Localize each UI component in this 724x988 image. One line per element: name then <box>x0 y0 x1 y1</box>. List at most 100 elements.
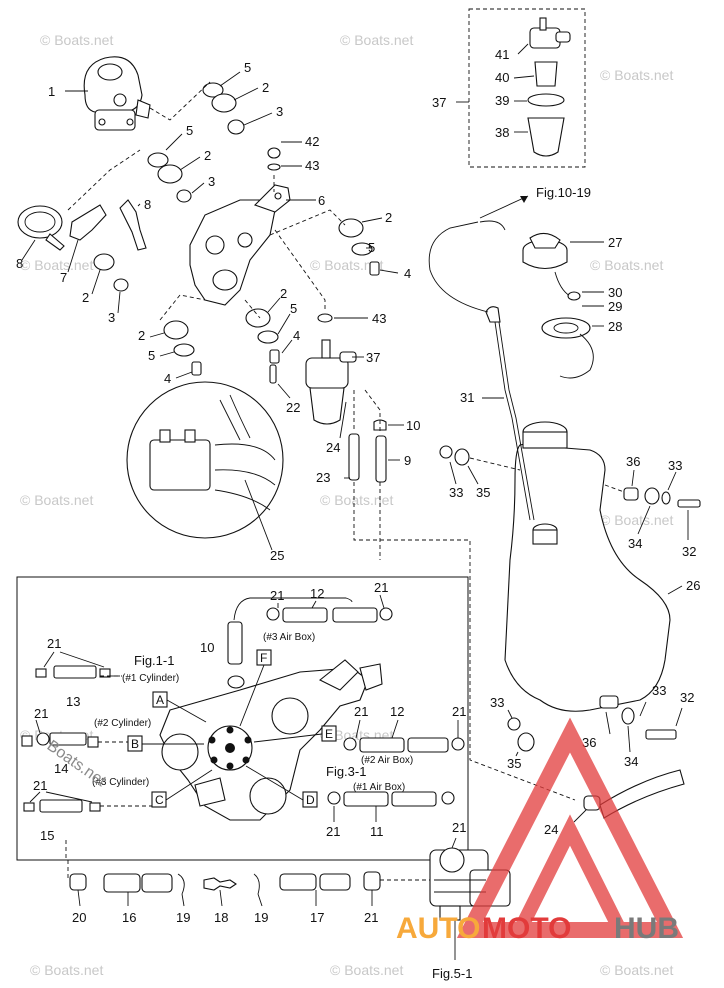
callout-8: 8 <box>16 256 23 271</box>
watermark-text: © Boats.net <box>320 492 393 508</box>
clamp-icon <box>89 802 101 812</box>
clip-part <box>567 291 581 301</box>
dipstick-handle <box>485 306 501 323</box>
clamp-icon <box>35 668 47 678</box>
grommet-part <box>338 218 364 238</box>
washer-part <box>507 717 521 731</box>
inset-box-filter <box>468 8 586 168</box>
callout-39: 39 <box>495 93 509 108</box>
brand-text-auto: AUTO <box>396 912 480 945</box>
grommet-part <box>157 164 183 184</box>
hose-part <box>141 873 173 893</box>
washer-part <box>439 445 453 459</box>
brand-text-moto: MOTO <box>482 912 571 945</box>
callout-2: 2 <box>82 290 89 305</box>
clamp-part <box>17 205 65 251</box>
washer-part <box>202 82 224 98</box>
collar-part <box>623 487 639 501</box>
box-label-A: A <box>156 693 164 707</box>
watermark-text: © Boats.net <box>600 962 673 978</box>
callout-25: 25 <box>270 548 284 563</box>
callout-2: 2 <box>385 210 392 225</box>
note-air2: (#2 Air Box) <box>361 755 413 766</box>
callout-35: 35 <box>476 485 490 500</box>
washer-part <box>317 313 333 323</box>
callout-34: 34 <box>628 536 642 551</box>
callout-21: 21 <box>452 704 466 719</box>
watermark-text: © Boats.net <box>330 962 403 978</box>
callout-9: 9 <box>404 453 411 468</box>
callout-34: 34 <box>624 754 638 769</box>
callout-31: 31 <box>460 390 474 405</box>
fig-ref-1-1: Fig.1-1 <box>134 653 174 668</box>
mounting-bracket <box>189 184 291 306</box>
bolt-part <box>369 261 380 276</box>
callout-5: 5 <box>186 123 193 138</box>
callout-21: 21 <box>33 778 47 793</box>
hose-part <box>279 873 317 891</box>
grommet-part <box>517 732 535 752</box>
washer-part <box>621 707 635 725</box>
nut-part <box>454 448 470 466</box>
callout-26: 26 <box>686 578 700 593</box>
hose-part <box>391 791 437 807</box>
callout-12: 12 <box>390 704 404 719</box>
callout-24: 24 <box>326 440 340 455</box>
clamp-part <box>441 791 455 805</box>
callout-2: 2 <box>138 328 145 343</box>
bolt-part <box>191 361 202 376</box>
note-cyl2: (#2 Cylinder) <box>94 718 151 729</box>
oil-tank <box>504 421 671 712</box>
callout-12: 12 <box>310 586 324 601</box>
note-air3: (#3 Air Box) <box>263 632 315 643</box>
hose-part <box>343 791 389 807</box>
callout-4: 4 <box>293 328 300 343</box>
callout-38: 38 <box>495 125 509 140</box>
callout-19: 19 <box>176 910 190 925</box>
clamp-part <box>379 607 393 621</box>
callout-16: 16 <box>122 910 136 925</box>
callout-7: 7 <box>60 270 67 285</box>
cap-part <box>69 873 87 891</box>
callout-1: 1 <box>48 84 55 99</box>
collar-part <box>113 278 129 292</box>
oil-manifold <box>159 659 383 821</box>
callout-33: 33 <box>668 458 682 473</box>
callout-36: 36 <box>626 454 640 469</box>
bolt-part <box>677 499 701 508</box>
callout-21: 21 <box>270 588 284 603</box>
grommet-part <box>163 320 189 340</box>
box-label-B: B <box>131 737 139 751</box>
hose-part <box>375 435 387 483</box>
watermark-text: © Boats.net <box>20 257 93 273</box>
detail-inset <box>126 381 284 539</box>
callout-36: 36 <box>582 735 596 750</box>
tank-cap <box>522 232 568 270</box>
callout-43: 43 <box>372 311 386 326</box>
watermark-text: © Boats.net <box>340 32 413 48</box>
fig-ref-3-1: Fig.3-1 <box>326 764 366 779</box>
hose-part <box>227 621 243 665</box>
watermark-text: © Boats.net <box>590 257 663 273</box>
cap-part <box>227 675 245 689</box>
hose-part <box>53 665 97 679</box>
clip-part <box>177 873 185 895</box>
callout-33: 33 <box>490 695 504 710</box>
watermark-text: © Boats.net <box>600 67 673 83</box>
watermark-text: © Boats.net <box>310 257 383 273</box>
watermark-layer: © Boats.net © Boats.net © Boats.net © Bo… <box>20 32 673 978</box>
callout-5: 5 <box>368 240 375 255</box>
callout-5: 5 <box>244 60 251 75</box>
hose-part <box>407 737 449 753</box>
box-label-D: D <box>306 793 315 807</box>
callout-37: 37 <box>432 95 446 110</box>
clamp-part <box>343 737 357 751</box>
callout-21: 21 <box>364 910 378 925</box>
connector-box-E <box>321 725 337 742</box>
callout-8: 8 <box>144 197 151 212</box>
clip-part <box>119 199 147 251</box>
collar-part <box>227 119 245 135</box>
callout-19: 19 <box>254 910 268 925</box>
hose-part <box>348 433 360 481</box>
callout-18: 18 <box>214 910 228 925</box>
